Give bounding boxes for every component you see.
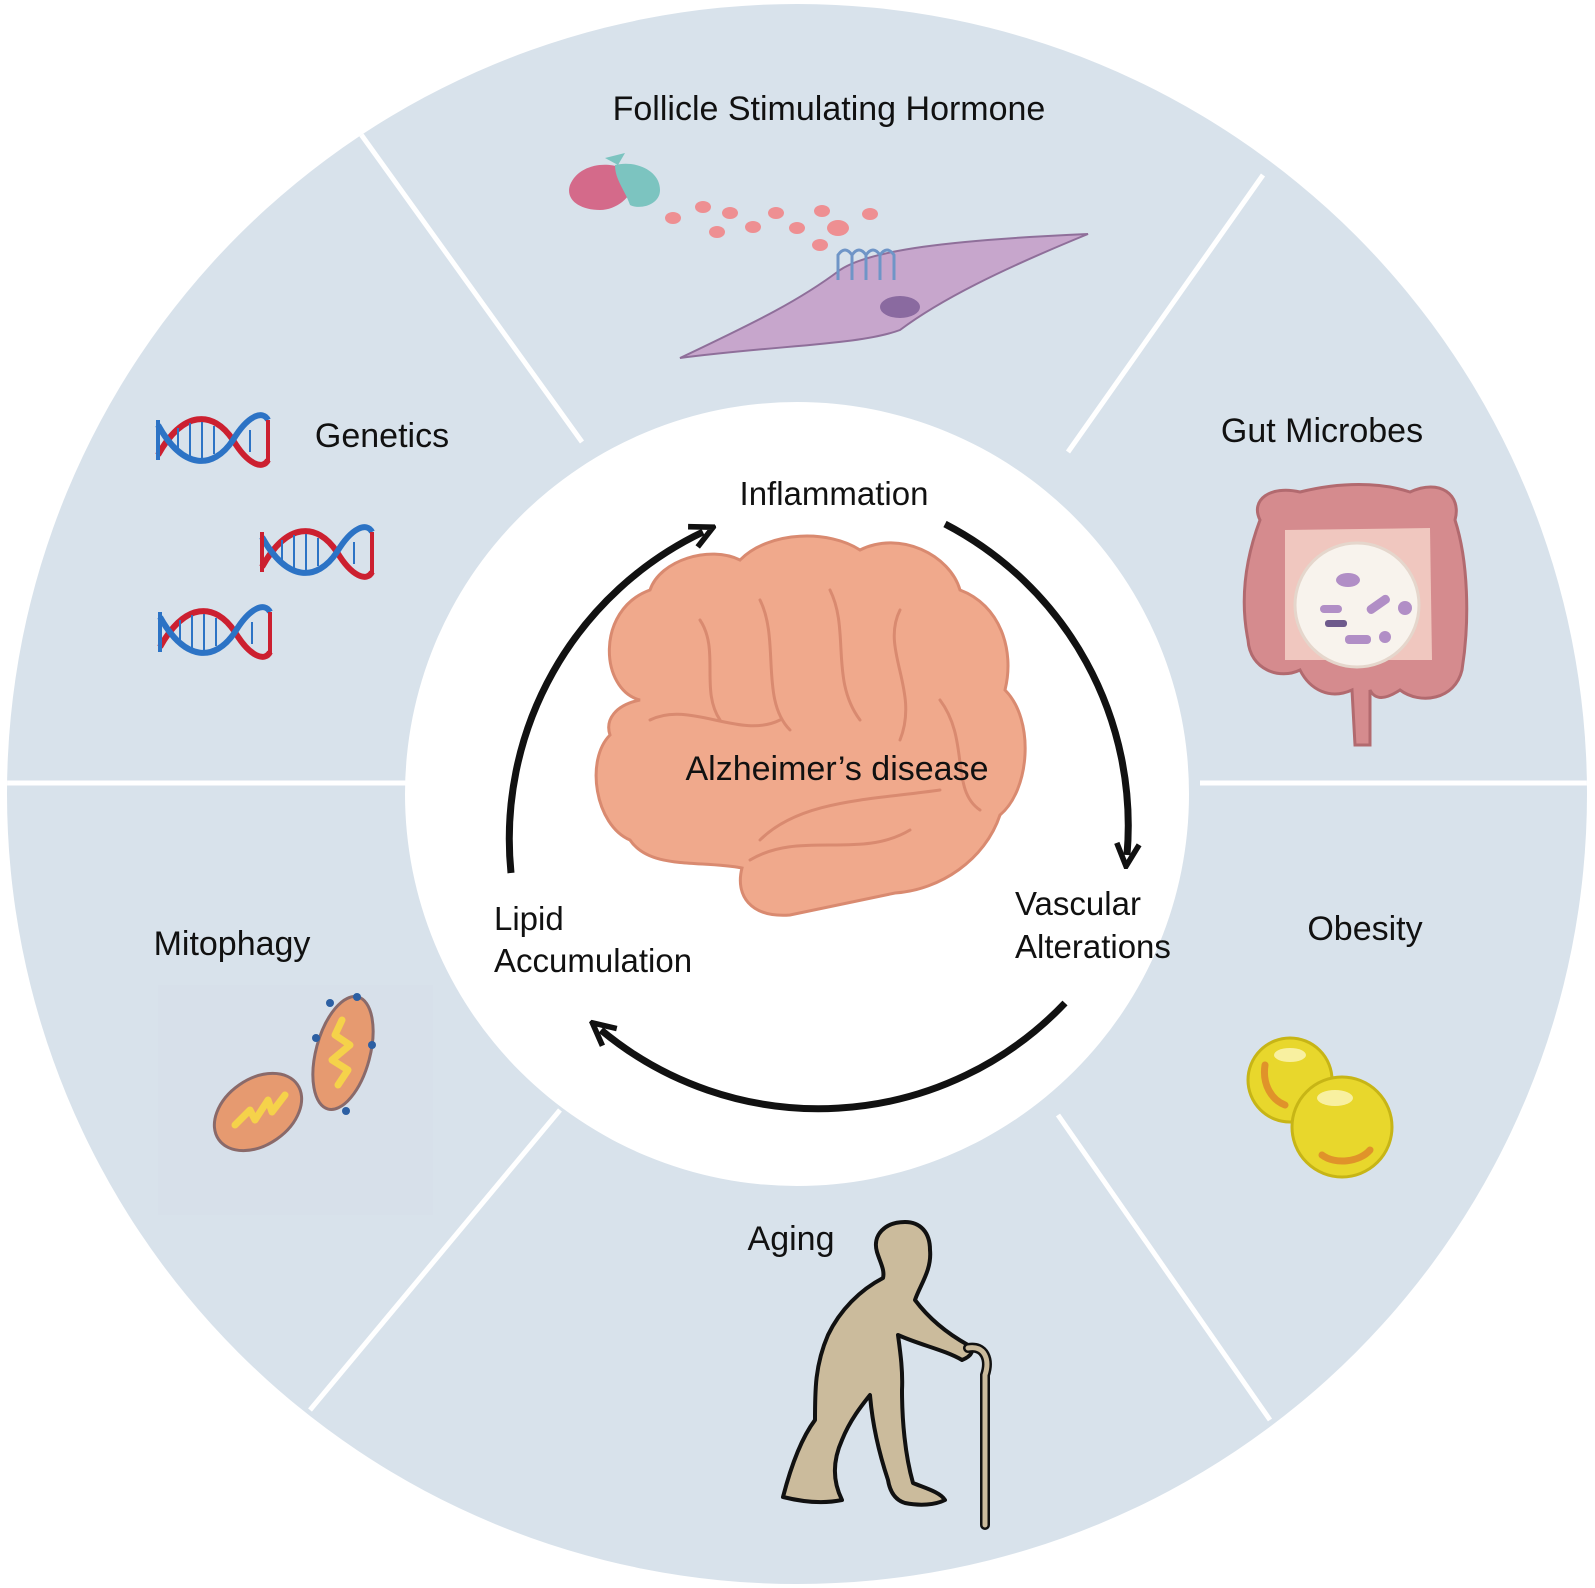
- center-title: Alzheimer’s disease: [686, 750, 989, 788]
- label-vascular-line1: Vascular: [1015, 885, 1141, 922]
- label-aging: Aging: [748, 1220, 835, 1258]
- label-lipid-line1: Lipid: [494, 900, 564, 937]
- arrow-vascular-to-lipid: [601, 1000, 1068, 1113]
- elderly-person-cane-icon: [781, 1220, 992, 1530]
- mitochondria-icon: [158, 985, 433, 1215]
- dna-icon: [155, 412, 375, 660]
- label-mitophagy: Mitophagy: [154, 925, 311, 963]
- label-vascular-line2: Alterations: [1015, 928, 1171, 965]
- brain-icon: [594, 534, 1027, 917]
- label-inflammation: Inflammation: [740, 475, 929, 512]
- ring-dividers: [7, 131, 1587, 1422]
- label-fsh: Follicle Stimulating Hormone: [613, 90, 1046, 128]
- label-obesity: Obesity: [1307, 910, 1422, 948]
- cycle-arrows: [505, 520, 1128, 1113]
- label-genetics: Genetics: [315, 417, 449, 455]
- label-gut-microbes: Gut Microbes: [1221, 412, 1423, 450]
- intestine-microbes-icon: [1242, 483, 1469, 747]
- hormone-receptor-cell-icon: [569, 153, 1089, 359]
- arrow-inflammation-to-vascular: [943, 520, 1128, 855]
- fat-cells-icon: [1246, 1036, 1394, 1179]
- label-lipid-line2: Accumulation: [494, 942, 692, 979]
- arrow-lipid-to-inflammation: [505, 532, 703, 874]
